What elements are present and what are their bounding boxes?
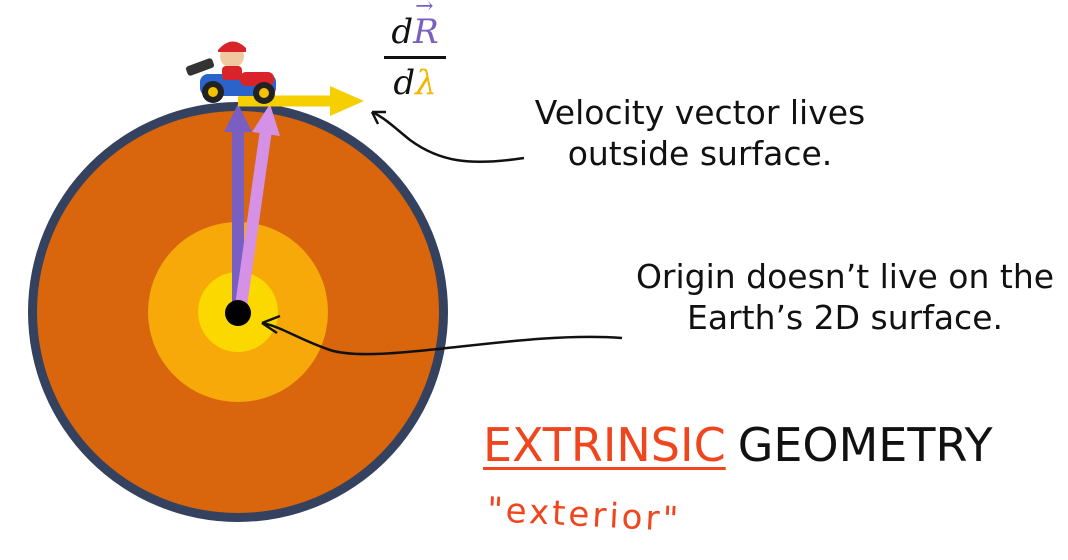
derivative-numerator: dR <box>380 12 450 52</box>
title-rest: GEOMETRY <box>737 418 993 472</box>
numerator-d: d <box>391 12 414 52</box>
title-highlight: EXTRINSIC <box>483 418 726 472</box>
velocity-derivative-label: dR dλ <box>380 12 450 103</box>
lambda-symbol: λ <box>415 63 437 103</box>
origin-pointer-curve <box>261 321 623 356</box>
fraction-bar <box>384 56 446 59</box>
velocity-pointer-curve <box>371 110 525 164</box>
velocity-vector <box>238 86 364 116</box>
origin-caption: Origin doesn’t live on the Earth’s 2D su… <box>635 257 1055 338</box>
shifted-position-vector <box>234 104 280 314</box>
origin-pointer-head <box>261 314 281 335</box>
denominator-d: d <box>393 63 416 103</box>
velocity-pointer-head <box>370 110 386 125</box>
derivative-denominator: dλ <box>380 63 450 103</box>
velocity-caption: Velocity vector lives outside surface. <box>534 93 866 174</box>
position-symbol: R <box>413 12 439 52</box>
position-vector <box>224 104 252 313</box>
origin-point <box>225 300 251 326</box>
kart-racer-icon <box>185 41 276 104</box>
